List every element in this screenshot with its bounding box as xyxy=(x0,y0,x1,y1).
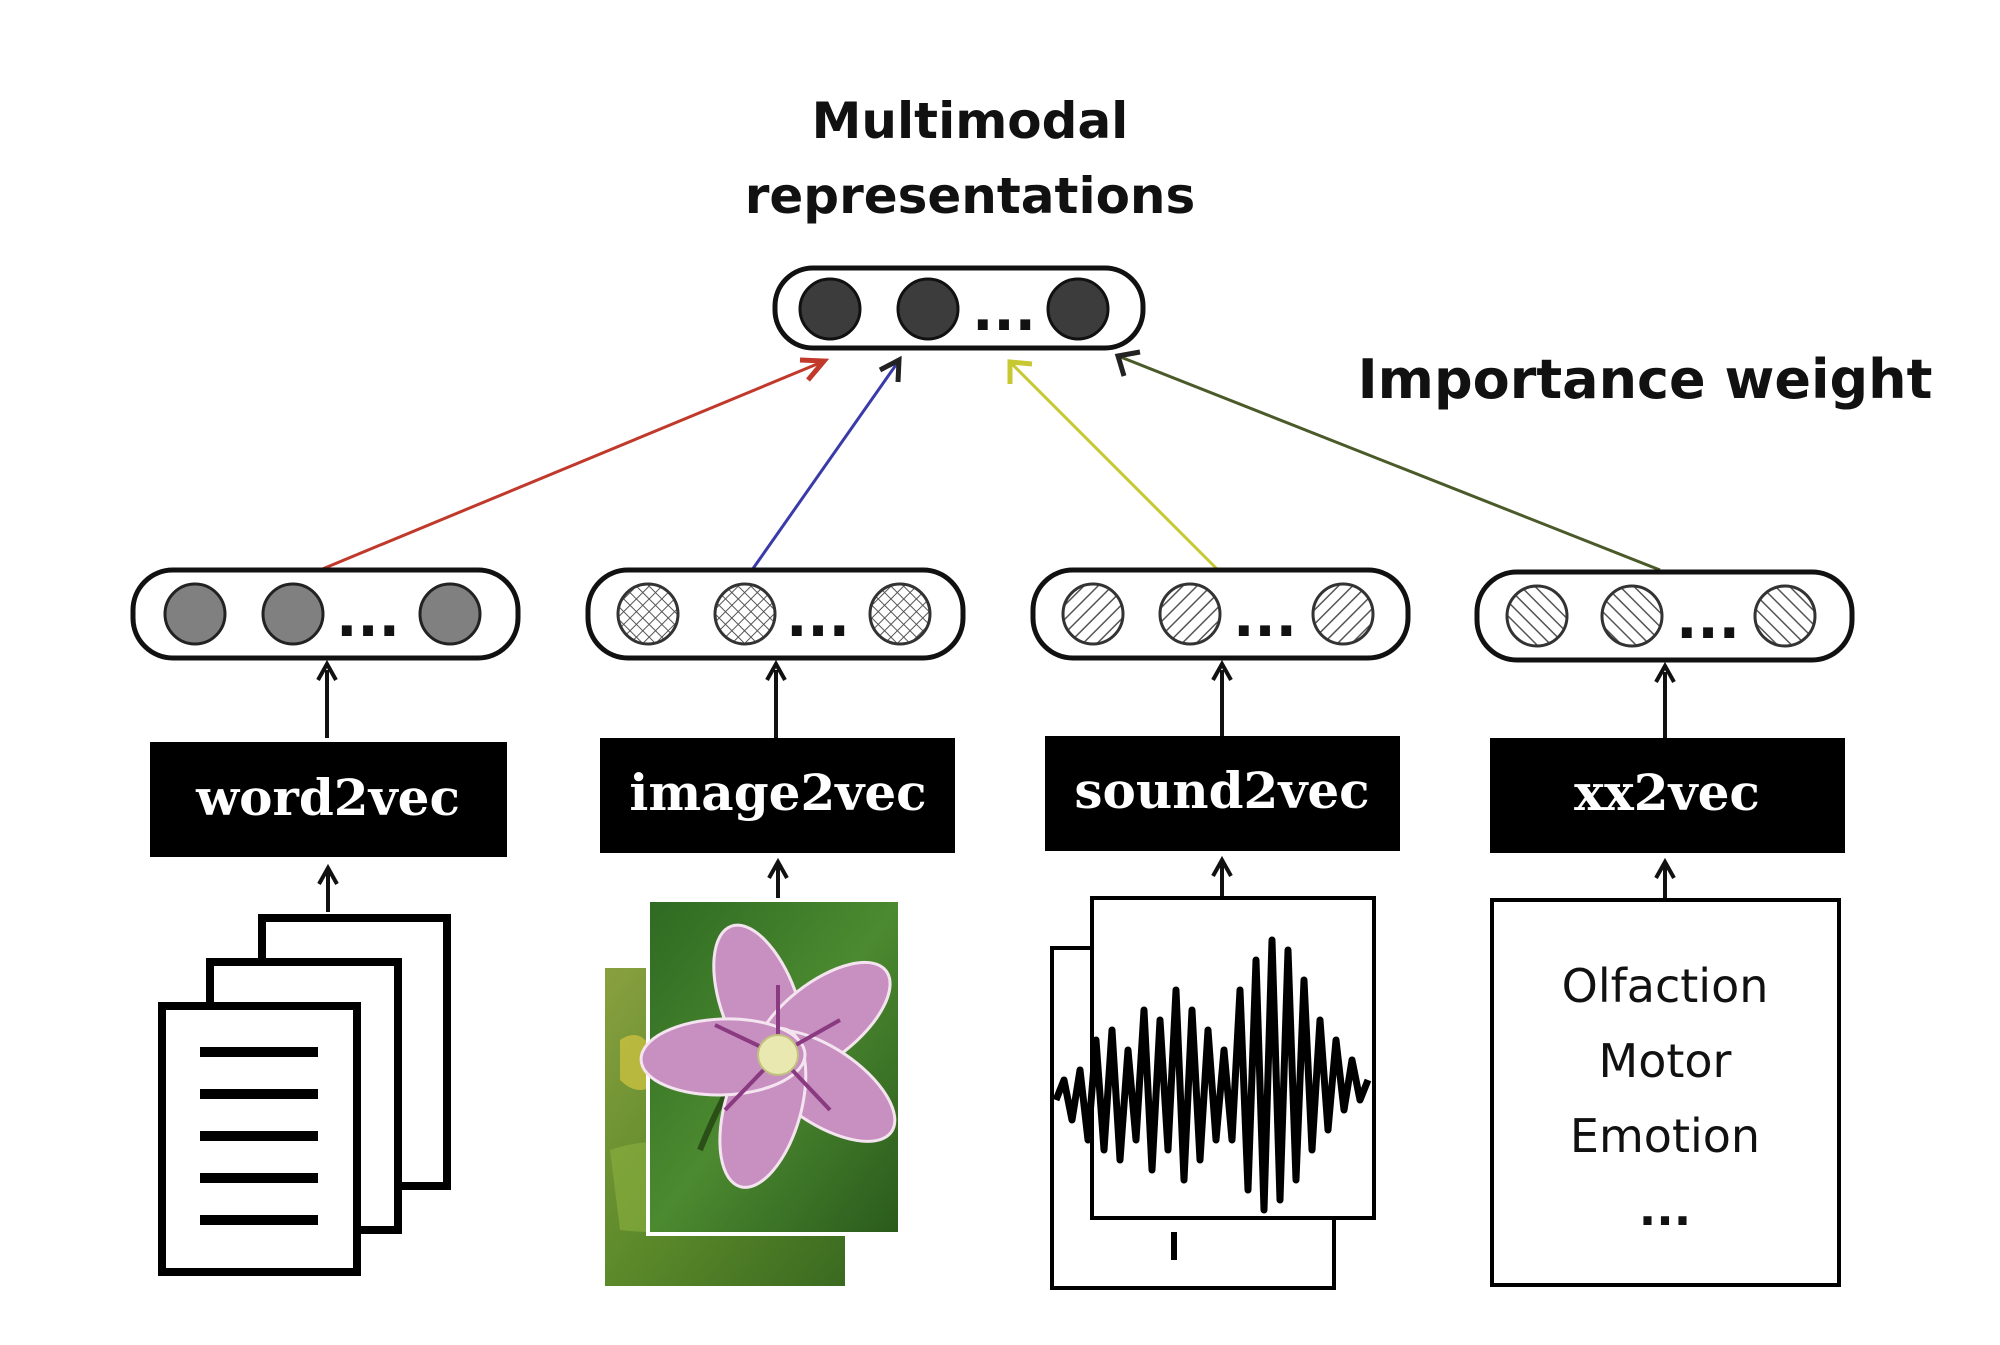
sound-ellipsis: ... xyxy=(1233,585,1297,650)
title-line1: Multimodal xyxy=(812,92,1129,150)
xx2vec-label: xx2vec xyxy=(1574,763,1760,822)
modality-motor: Motor xyxy=(1599,1034,1732,1088)
xx2vec-box xyxy=(1490,738,1845,853)
image-node xyxy=(868,582,932,646)
word2vec-label: word2vec xyxy=(195,768,460,827)
title-line2: representations xyxy=(745,167,1196,225)
sound-wave xyxy=(1052,936,1372,1214)
arrow-image xyxy=(750,361,900,571)
sound-column: ... sound2vec xyxy=(1030,567,1411,1290)
flower-icon xyxy=(639,923,897,1189)
modality-emotion: Emotion xyxy=(1570,1109,1760,1163)
xx-node xyxy=(1753,584,1817,648)
word-column: ... word2vec xyxy=(130,567,521,1276)
waveform-icon xyxy=(1050,896,1376,1290)
arrow-xx-head xyxy=(1114,349,1141,377)
importance-weight-label: Importance weight xyxy=(1358,348,1933,411)
word-node xyxy=(261,582,325,646)
word-vector xyxy=(130,567,521,661)
arrow-image-head xyxy=(878,355,902,383)
xx-vector xyxy=(1474,569,1855,663)
documents-icon xyxy=(158,914,451,1276)
xx-node xyxy=(1600,584,1664,648)
arrow-xx xyxy=(1117,354,1661,572)
word-node xyxy=(418,582,482,646)
image2vec-box xyxy=(600,738,955,853)
xx-node xyxy=(1505,584,1569,648)
flower-photo xyxy=(639,898,902,1236)
fused-node xyxy=(798,277,862,341)
other-modalities-box xyxy=(1490,898,1841,1287)
word-node xyxy=(163,582,227,646)
fused-ellipsis: ... xyxy=(972,279,1036,344)
word2vec-box xyxy=(150,742,507,857)
fused-node xyxy=(896,277,960,341)
sound-node xyxy=(1158,582,1222,646)
sound-node xyxy=(1311,582,1375,646)
modality-ellipsis: ... xyxy=(1639,1182,1691,1236)
image-ellipsis: ... xyxy=(786,585,850,650)
xx-ellipsis: ... xyxy=(1676,587,1740,652)
image2vec-label: image2vec xyxy=(629,763,926,822)
arrow-word xyxy=(319,360,823,572)
fused-node xyxy=(1046,277,1110,341)
arrow-sound xyxy=(1008,360,1220,572)
image-column: ... image2vec xyxy=(585,567,966,1286)
arrow-word-head xyxy=(799,357,830,382)
sound-node xyxy=(1061,582,1125,646)
word-ellipsis: ... xyxy=(336,585,400,650)
fused-representation-vector: ... xyxy=(772,265,1146,351)
sound2vec-label: sound2vec xyxy=(1074,761,1369,820)
importance-arrows xyxy=(319,349,1661,572)
image-node xyxy=(616,582,680,646)
image-node xyxy=(713,582,777,646)
modality-olfaction: Olfaction xyxy=(1562,959,1769,1013)
arrow-sound-head xyxy=(1007,359,1033,384)
xx-column: ... xx2vec Olfaction Motor Emotion ... xyxy=(1474,569,1855,1287)
sound2vec-box xyxy=(1045,736,1400,851)
